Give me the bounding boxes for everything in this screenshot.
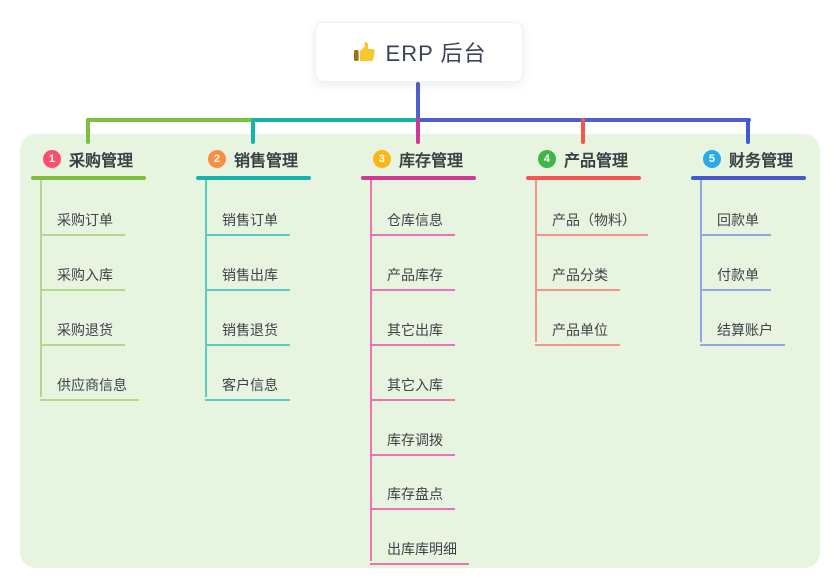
node-stock-transfer[interactable]: 库存调拨 xyxy=(370,424,455,456)
branch-drop-line xyxy=(581,118,585,144)
branch-children-line xyxy=(370,180,372,561)
node-customer-info[interactable]: 客户信息 xyxy=(205,369,290,401)
node-outbound-detail[interactable]: 出库库明细 xyxy=(370,533,469,565)
node-product-stock[interactable]: 产品库存 xyxy=(370,259,455,291)
node-label: 销售出库 xyxy=(222,267,278,283)
branch-label: 采购管理 xyxy=(68,153,133,170)
node-other-inbound[interactable]: 其它入库 xyxy=(370,369,455,401)
branch-children-line xyxy=(535,180,537,342)
node-label: 销售订单 xyxy=(222,212,278,228)
node-label: 销售退货 xyxy=(222,322,278,338)
branches-group-container xyxy=(20,134,820,568)
node-purchase-return[interactable]: 采购退货 xyxy=(40,314,125,346)
branch-drop-line xyxy=(251,118,255,144)
node-label: 采购订单 xyxy=(57,212,113,228)
branch-children-line xyxy=(40,180,42,397)
node-product-category[interactable]: 产品分类 xyxy=(535,259,620,291)
connector-bus-teal xyxy=(251,118,420,122)
branch-node-finance[interactable]: 5 财务管理 xyxy=(691,144,806,174)
branch-purchase: 1 采购管理 采购订单 采购入库 采购退货 供应商信息 xyxy=(30,118,146,568)
node-other-outbound[interactable]: 其它出库 xyxy=(370,314,455,346)
node-warehouse-info[interactable]: 仓库信息 xyxy=(370,204,455,236)
node-payment-bill[interactable]: 付款单 xyxy=(700,259,771,291)
node-sales-order[interactable]: 销售订单 xyxy=(205,204,290,236)
node-label: 结算账户 xyxy=(717,322,773,338)
branch-finance: 5 财务管理 回款单 付款单 结算账户 xyxy=(690,118,806,568)
branch-label: 销售管理 xyxy=(233,153,298,170)
root-connector-line xyxy=(416,82,420,122)
node-purchase-order[interactable]: 采购订单 xyxy=(40,204,125,236)
node-receipt-bill[interactable]: 回款单 xyxy=(700,204,771,236)
branch-node-sales[interactable]: 2 销售管理 xyxy=(196,144,311,174)
branch-underline xyxy=(690,176,806,180)
branch-number-badge: 1 xyxy=(42,150,61,168)
node-label: 仓库信息 xyxy=(387,212,443,228)
node-product-material[interactable]: 产品（物料） xyxy=(535,204,648,236)
branch-sales: 2 销售管理 销售订单 销售出库 销售退货 客户信息 xyxy=(195,118,311,568)
root-node[interactable]: ERP 后台 xyxy=(315,22,523,82)
node-label: 出库库明细 xyxy=(387,541,457,557)
branch-underline xyxy=(360,176,476,180)
branch-number-badge: 3 xyxy=(372,150,391,168)
root-node-title: ERP 后台 xyxy=(385,41,487,66)
branch-underline xyxy=(525,176,641,180)
branch-product: 4 产品管理 产品（物料） 产品分类 产品单位 xyxy=(525,118,648,568)
branch-label: 产品管理 xyxy=(563,153,628,170)
node-supplier-info[interactable]: 供应商信息 xyxy=(40,369,139,401)
node-label: 采购入库 xyxy=(57,267,113,283)
branch-underline xyxy=(195,176,311,180)
branch-inventory: 3 库存管理 仓库信息 产品库存 其它出库 其它入库 库存调拨 库存盘点 出库库… xyxy=(360,118,476,568)
branch-label: 库存管理 xyxy=(398,153,463,170)
node-label: 库存盘点 xyxy=(387,486,443,502)
node-sales-return[interactable]: 销售退货 xyxy=(205,314,290,346)
node-label: 产品（物料） xyxy=(552,212,636,228)
thumbs-up-icon xyxy=(352,40,376,64)
branch-drop-line xyxy=(416,118,420,144)
branch-underline xyxy=(30,176,146,180)
node-settlement-account[interactable]: 结算账户 xyxy=(700,314,785,346)
branch-drop-line xyxy=(86,118,90,144)
branch-drop-line xyxy=(746,118,750,144)
connector-bus-green xyxy=(86,118,255,122)
branch-number-badge: 4 xyxy=(537,150,556,168)
branch-node-product[interactable]: 4 产品管理 xyxy=(526,144,641,174)
node-label: 其它入库 xyxy=(387,377,443,393)
node-label: 产品库存 xyxy=(387,267,443,283)
node-label: 客户信息 xyxy=(222,377,278,393)
node-label: 付款单 xyxy=(717,267,759,283)
branch-label: 财务管理 xyxy=(728,153,793,170)
branch-children-line xyxy=(205,180,207,397)
node-label: 库存调拨 xyxy=(387,432,443,448)
node-product-unit[interactable]: 产品单位 xyxy=(535,314,620,346)
node-label: 其它出库 xyxy=(387,322,443,338)
branch-number-badge: 5 xyxy=(702,150,721,168)
node-label: 产品分类 xyxy=(552,267,608,283)
node-purchase-inbound[interactable]: 采购入库 xyxy=(40,259,125,291)
node-label: 回款单 xyxy=(717,212,759,228)
branch-node-purchase[interactable]: 1 采购管理 xyxy=(31,144,146,174)
node-stock-taking[interactable]: 库存盘点 xyxy=(370,478,455,510)
branch-number-badge: 2 xyxy=(207,150,226,168)
branch-children-line xyxy=(700,180,702,342)
node-label: 产品单位 xyxy=(552,322,608,338)
node-label: 采购退货 xyxy=(57,322,113,338)
node-sales-outbound[interactable]: 销售出库 xyxy=(205,259,290,291)
branch-node-inventory[interactable]: 3 库存管理 xyxy=(361,144,476,174)
node-label: 供应商信息 xyxy=(57,377,127,393)
